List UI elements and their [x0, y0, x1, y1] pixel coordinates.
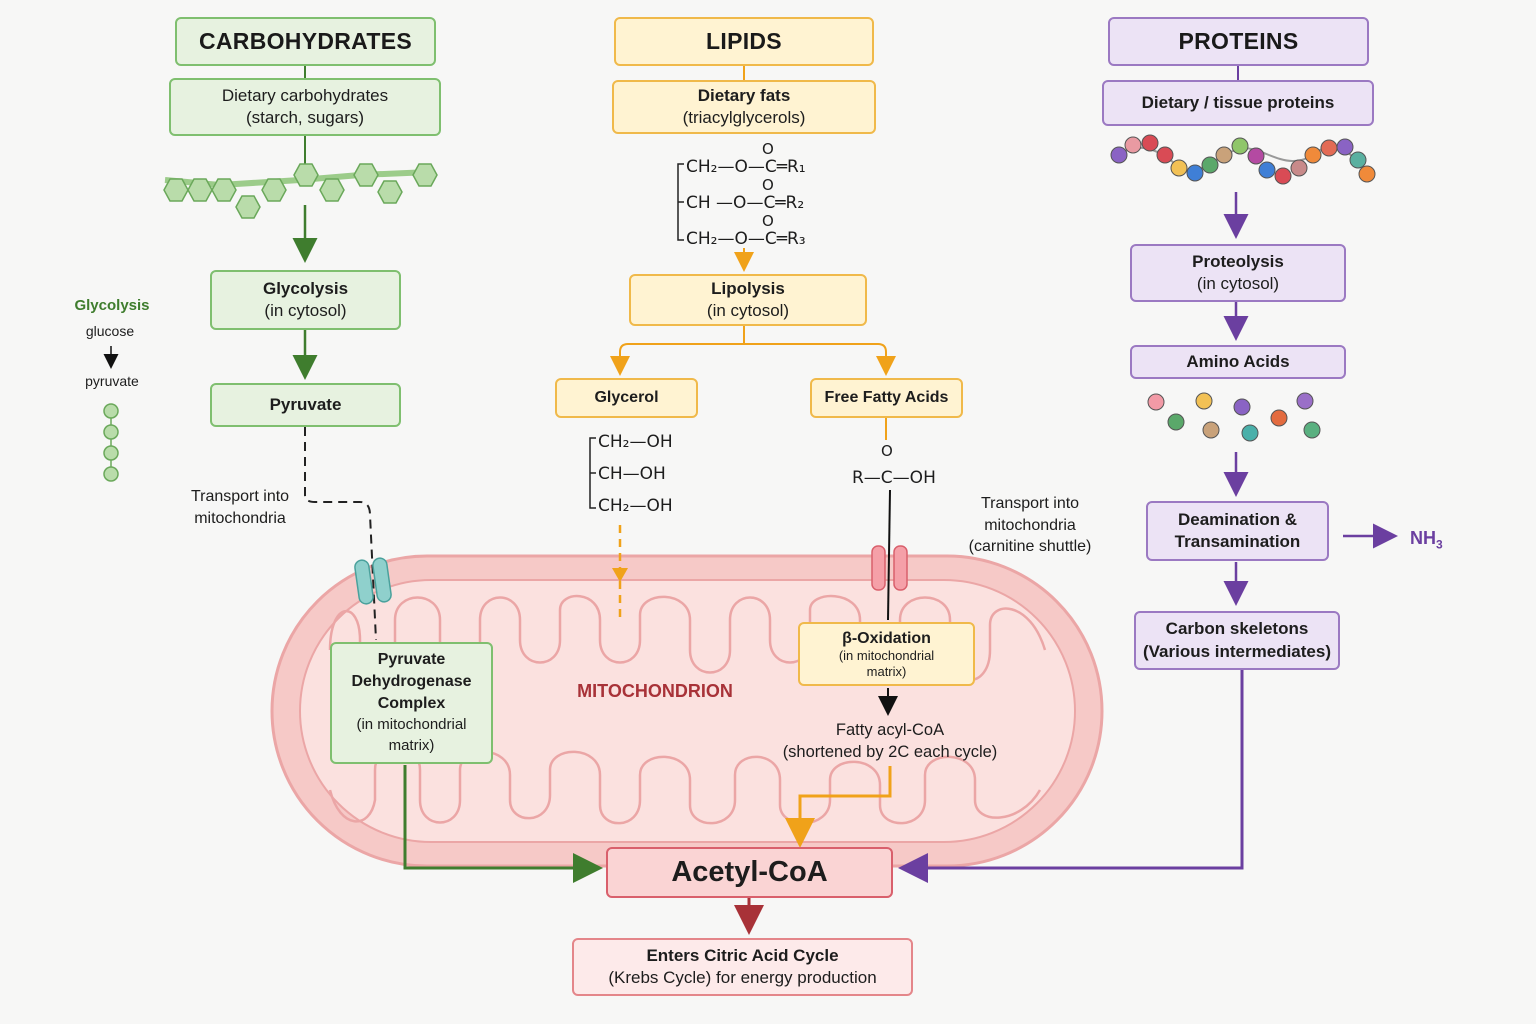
tag-carbonyl-o-2: O	[762, 176, 774, 194]
carnitine-transport-line3: (carnitine shuttle)	[968, 538, 1092, 556]
pdh-line5: matrix)	[388, 737, 435, 755]
dietary-carbohydrates-sub: (starch, sugars)	[245, 108, 365, 127]
dietary-carbohydrates-title: Dietary carbohydrates	[221, 85, 389, 105]
fatty-acid-transport-line	[887, 489, 891, 621]
proteolysis-box: Proteolysis (in cytosol)	[1130, 244, 1346, 302]
carbon-skeletons-sub: (Various intermediates)	[1142, 641, 1331, 661]
krebs-cycle-box: Enters Citric Acid Cycle (Krebs Cycle) f…	[572, 938, 913, 996]
tag-row-3: CH₂—O—C═R₃	[686, 229, 806, 249]
proteolysis-title: Proteolysis	[1192, 251, 1284, 271]
beta-oxidation-sub1: (in mitochondrial	[838, 648, 935, 663]
pyruvate-transporter-icon	[354, 557, 392, 605]
pdh-to-acetyl-arrow	[403, 765, 603, 883]
skeletons-to-acetyl-arrow	[898, 670, 1244, 883]
lipolysis-sub: (in cytosol)	[706, 301, 790, 320]
fatty-acyl-coa-label: Fatty acyl-CoA (shortened by 2C each cyc…	[770, 719, 1010, 764]
dietary-carbohydrates-box: Dietary carbohydrates (starch, sugars)	[169, 78, 441, 136]
pdh-line4: (in mitochondrial	[356, 716, 467, 734]
dietary-proteins-box: Dietary / tissue proteins	[1102, 80, 1374, 126]
carbon-skeletons-box: Carbon skeletons (Various intermediates)	[1134, 611, 1340, 670]
krebs-line2: (Krebs Cycle) for energy production	[608, 968, 877, 987]
pyruvate-transport-line2: mitochondria	[194, 509, 286, 527]
carnitine-transport-line2: mitochondria	[984, 516, 1076, 534]
protein-chain-icon	[1110, 134, 1376, 185]
glycerol-row-2: CH—OH	[598, 464, 666, 484]
fatty-acid-carbonyl-o: O	[881, 442, 893, 460]
glycolysis-title: Glycolysis	[262, 278, 349, 298]
tag-carbonyl-o-1: O	[762, 140, 774, 158]
glycolysis-sub: (in cytosol)	[264, 301, 347, 320]
acetyl-coa-box: Acetyl-CoA	[606, 847, 893, 898]
pdh-line3: Complex	[377, 695, 446, 713]
tag-row-2: CH —O—C═R₂	[686, 193, 805, 213]
proteolysis-sub: (in cytosol)	[1196, 274, 1280, 293]
lipids-header: LIPIDS	[614, 17, 874, 66]
beta-oxidation-box: β-Oxidation (in mitochondrial matrix)	[798, 622, 975, 686]
fatty-acyl-line1: Fatty acyl-CoA	[835, 721, 945, 739]
nh3-label: NH3	[1410, 526, 1443, 553]
tag-carbonyl-o-3: O	[762, 212, 774, 230]
lipolysis-box: Lipolysis (in cytosol)	[629, 274, 867, 326]
carnitine-transporter-icon	[871, 545, 908, 591]
lipid-arrow-glycerol	[610, 326, 745, 376]
fatty-acyl-line2: (shortened by 2C each cycle)	[782, 743, 998, 762]
mitochondrion-label: MITOCHONDRION	[577, 681, 733, 701]
pdh-complex-box: Pyruvate Dehydrogenase Complex (in mitoc…	[330, 642, 493, 764]
acyl-to-acetyl-arrow	[785, 766, 892, 848]
lipid-arrow-ffa	[744, 343, 896, 376]
beta-oxidation-sub2: matrix)	[866, 663, 907, 679]
pyruvate-transport-dashed	[304, 427, 377, 641]
carnitine-transport-label: Transport into mitochondria (carnitine s…	[955, 493, 1105, 558]
deamination-box: Deamination & Transamination	[1146, 501, 1329, 561]
amino-acids-box: Amino Acids	[1130, 345, 1346, 379]
glycolysis-box: Glycolysis (in cytosol)	[210, 270, 401, 330]
proteins-header: PROTEINS	[1108, 17, 1369, 66]
pyruvate-transport-line1: Transport into	[190, 488, 290, 505]
lipolysis-title: Lipolysis	[711, 278, 785, 298]
krebs-line1: Enters Citric Acid Cycle	[646, 945, 839, 965]
glycerol-arrowhead	[612, 568, 628, 582]
beta-oxidation-title: β-Oxidation	[842, 629, 931, 647]
glycerol-box: Glycerol	[555, 378, 698, 418]
glycerol-row-1: CH₂—OH	[598, 432, 673, 452]
deamination-line2: Transamination	[1174, 532, 1301, 551]
glycerol-row-3: CH₂—OH	[598, 496, 673, 516]
glucose-chain-icon	[163, 163, 438, 219]
deamination-line1: Deamination &	[1177, 509, 1298, 529]
free-fatty-acids-box: Free Fatty Acids	[810, 378, 963, 418]
pdh-line1: Pyruvate	[377, 651, 446, 669]
dietary-fats-title: Dietary fats	[697, 85, 791, 105]
nh3-subscript: 3	[1436, 537, 1443, 552]
carbon-skeletons-title: Carbon skeletons	[1165, 619, 1309, 639]
pdh-line2: Dehydrogenase	[351, 673, 472, 691]
fatty-acid-formula: R—C—OH	[852, 468, 936, 488]
nh3-text: NH	[1410, 528, 1436, 548]
side-note-from: glucose	[85, 323, 135, 339]
carnitine-transport-line1: Transport into	[980, 495, 1080, 512]
pyruvate-beads-icon	[103, 403, 119, 482]
carbohydrates-header: CARBOHYDRATES	[175, 17, 436, 66]
side-note-title: Glycolysis	[74, 297, 150, 314]
side-note-to: pyruvate	[85, 373, 139, 389]
pyruvate-transport-label: Transport into mitochondria	[170, 486, 310, 529]
pyruvate-box: Pyruvate	[210, 383, 401, 427]
dietary-fats-sub: (triacylglycerols)	[682, 108, 806, 127]
dietary-fats-box: Dietary fats (triacylglycerols)	[612, 80, 876, 134]
tag-row-1: CH₂—O—C═R₁	[686, 157, 806, 177]
amino-acid-dots-icon	[1147, 392, 1321, 442]
